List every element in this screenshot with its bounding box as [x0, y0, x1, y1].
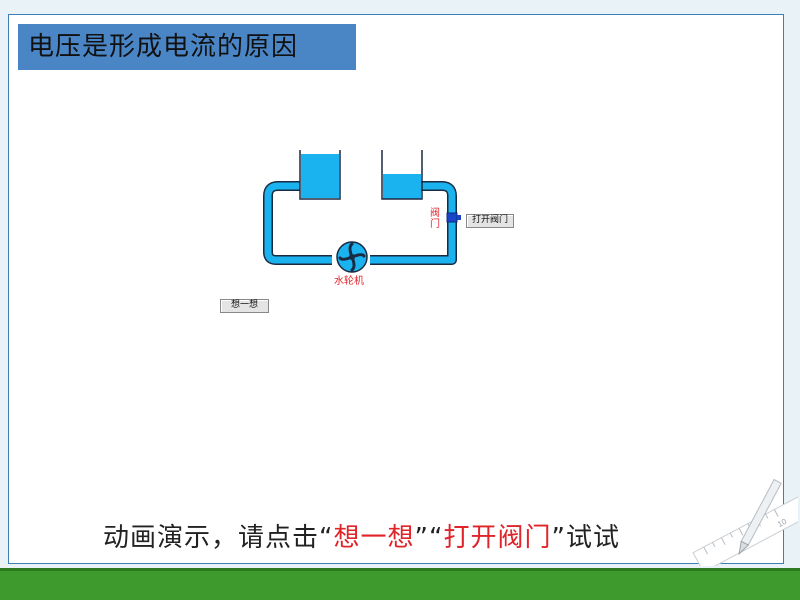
think-button[interactable]: 想一想 [220, 299, 269, 313]
left-tank [299, 150, 341, 200]
turbine-icon [336, 241, 368, 273]
bottom-bar [0, 568, 800, 600]
instruction-think: 想一想 [333, 523, 415, 553]
instruction-open-valve: 打开阀门 [443, 523, 552, 553]
right-tank [381, 150, 423, 200]
slide-title: 电压是形成电流的原因 [18, 24, 356, 70]
pen-ruler-decoration: 0 10 [692, 478, 798, 566]
turbine-label: 水轮机 [334, 276, 364, 287]
instruction-text: 动画演示，请点击“想一想”“打开阀门”试试 [103, 523, 620, 553]
open-valve-button[interactable]: 打开阀门 [466, 214, 514, 228]
valve-icon [446, 212, 458, 223]
right-tank-water [383, 174, 421, 199]
pipe-water [264, 182, 456, 264]
slide-canvas [8, 14, 784, 564]
instruction-part2: 试试 [565, 523, 620, 553]
valve-label: 阀门 [430, 208, 440, 230]
instruction-part1: 动画演示，请点击 [103, 523, 320, 553]
left-tank-water [301, 154, 339, 198]
